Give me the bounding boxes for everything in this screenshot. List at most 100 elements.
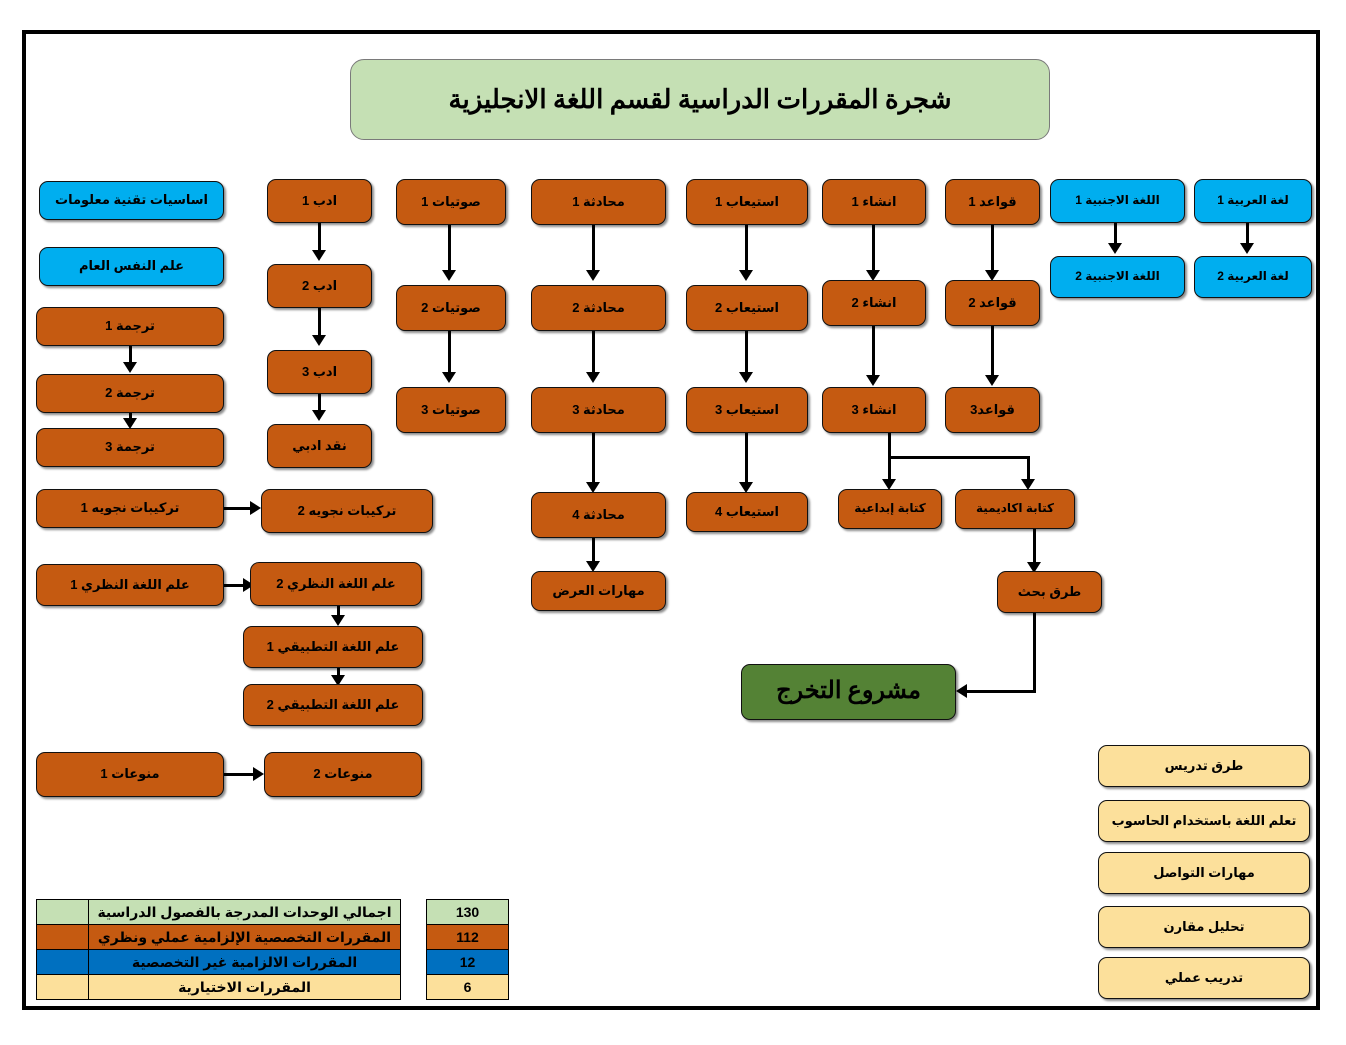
edge-translation-1-2 [129,346,132,366]
legend-label: المقررات التخصصية الإلزامية عملي ونظري [88,924,401,950]
arrowhead [586,372,600,383]
node-foreign-language-2[interactable]: اللغة الاجنبية 2 [1050,256,1185,298]
arrowhead [985,375,999,386]
node-it-basics[interactable]: اساسيات تقنية معلومات [39,181,224,220]
node-label: ادب 1 [301,192,338,208]
node-misc-2[interactable]: منوعات 2 [264,752,422,797]
node-creative-writing[interactable]: كتابة إبداعية [838,489,942,529]
elective-call[interactable]: تعلم اللغة باستخدام الحاسوب [1098,800,1310,842]
node-literary-criticism[interactable]: نقد ادبي [267,424,372,468]
node-applied-linguistics-1[interactable]: علم اللغة التطبيقي 1 [243,626,423,668]
edge-theoretical-2-applied-1 [337,606,340,619]
node-label: ادب 2 [301,277,338,293]
node-label: انشاء 1 [851,193,897,209]
edge-branch-bar [888,456,1030,459]
node-composition-2[interactable]: انشاء 2 [822,280,926,326]
node-phonetics-1[interactable]: صوتيات 1 [396,179,506,225]
legend-label: المقررات الالزامية غير التخصصية [88,949,401,975]
arrowhead [123,362,137,373]
node-composition-3[interactable]: انشاء 3 [822,387,926,433]
node-syntax-2[interactable]: تركيبات نجويه 2 [261,489,433,533]
edge-misc-1-2 [224,773,257,776]
edge-syntax-1-2 [224,507,254,510]
node-comprehension-4[interactable]: استيعاب 4 [686,492,808,532]
node-literature-2[interactable]: ادب 2 [267,264,372,308]
node-conversation-3[interactable]: محادثة 3 [531,387,666,433]
node-label: علم اللغة النظري 2 [276,575,396,591]
node-label: علم اللغة التطبيقي 1 [266,638,400,654]
node-conversation-1[interactable]: محادثة 1 [531,179,666,225]
node-syntax-1[interactable]: تركيبات نجويه 1 [36,489,224,528]
legend-count: 6 [426,974,509,1000]
legend-spacer [400,949,427,975]
edge-conversation-4-presentation [592,538,595,566]
legend-swatch [36,924,89,950]
node-comprehension-2[interactable]: استيعاب 2 [686,285,808,331]
node-foreign-language-1[interactable]: اللغة الاجنبية 1 [1050,179,1185,223]
node-translation-2[interactable]: ترجمة 2 [36,374,224,413]
arrowhead [866,270,880,281]
node-phonetics-2[interactable]: صوتيات 2 [396,285,506,331]
node-label: تركيبات نجويه 1 [80,500,180,516]
node-label: استيعاب 2 [715,299,779,315]
node-graduation-project[interactable]: مشروع التخرج [741,664,956,720]
node-label: قواعد3 [970,401,1015,417]
elective-communication-skills[interactable]: مهارات التواصل [1098,852,1310,894]
arrowhead [739,372,753,383]
edge-literature-1-2 [318,223,321,256]
node-academic-writing[interactable]: كتابة اكاديمية [955,489,1075,529]
node-grammar-1[interactable]: قواعد 1 [945,179,1040,225]
legend-swatch [36,949,89,975]
edge-comprehension-1-2 [745,225,748,275]
node-literature-1[interactable]: ادب 1 [267,179,372,223]
node-theoretical-linguistics-1[interactable]: علم اللغة النظري 1 [36,564,224,606]
node-label: لغة العربية 1 [1217,193,1289,208]
node-phonetics-3[interactable]: صوتيات 3 [396,387,506,433]
node-misc-1[interactable]: منوعات 1 [36,752,224,797]
arrowhead [866,375,880,386]
node-label: استيعاب 1 [715,193,779,209]
edge-grammar-2-3 [991,326,994,380]
node-conversation-4[interactable]: محادثة 4 [531,492,666,538]
edge-translation-2-3 [129,413,132,422]
node-arabic-language-1[interactable]: لغة العربية 1 [1194,179,1312,223]
node-comprehension-3[interactable]: استيعاب 3 [686,387,808,433]
node-composition-1[interactable]: انشاء 1 [822,179,926,225]
node-label: ترجمة 1 [105,318,155,334]
node-applied-linguistics-2[interactable]: علم اللغة التطبيقي 2 [243,684,423,726]
node-general-psychology[interactable]: علم النفس العام [39,247,224,286]
node-comprehension-1[interactable]: استيعاب 1 [686,179,808,225]
node-presentation-skills[interactable]: مهارات العرض [531,571,666,611]
legend-row: 12 المقررات الالزامية غير التخصصية [36,949,509,975]
node-label: منوعات 2 [313,766,373,782]
edge-conversation-2-3 [592,331,595,377]
node-grammar-2[interactable]: قواعد 2 [945,280,1040,326]
elective-practical-training[interactable]: تدريب عملي [1098,957,1310,999]
edge-comprehension-2-3 [745,331,748,377]
edge-applied-1-2 [337,668,340,679]
edge-literature-3-criticism [318,394,321,414]
node-label: ادب 3 [301,363,338,379]
node-literature-3[interactable]: ادب 3 [267,350,372,394]
legend-swatch [36,899,89,925]
arrowhead [1240,243,1254,254]
node-research-methods[interactable]: طرق بحث [997,571,1102,613]
node-theoretical-linguistics-2[interactable]: علم اللغة النظري 2 [250,562,422,606]
arrowhead [123,418,137,429]
node-grammar-3[interactable]: قواعد3 [945,387,1040,433]
arrowhead [739,270,753,281]
node-label: اساسيات تقنية معلومات [55,192,208,208]
node-arabic-language-2[interactable]: لغة العربية 2 [1194,256,1312,298]
arrowhead [331,675,345,686]
node-translation-1[interactable]: ترجمة 1 [36,307,224,346]
arrowhead [882,479,896,490]
elective-teaching-methods[interactable]: طرق تدريس [1098,745,1310,787]
legend-spacer [400,899,427,925]
node-translation-3[interactable]: ترجمة 3 [36,428,224,467]
node-label: صوتيات 3 [421,401,481,417]
legend-count: 130 [426,899,509,925]
node-label: محادثة 3 [572,401,625,417]
node-conversation-2[interactable]: محادثة 2 [531,285,666,331]
legend-label: اجمالي الوحدات المدرجة بالفصول الدراسية [88,899,401,925]
elective-contrastive-analysis[interactable]: تحليل مقارن [1098,906,1310,948]
